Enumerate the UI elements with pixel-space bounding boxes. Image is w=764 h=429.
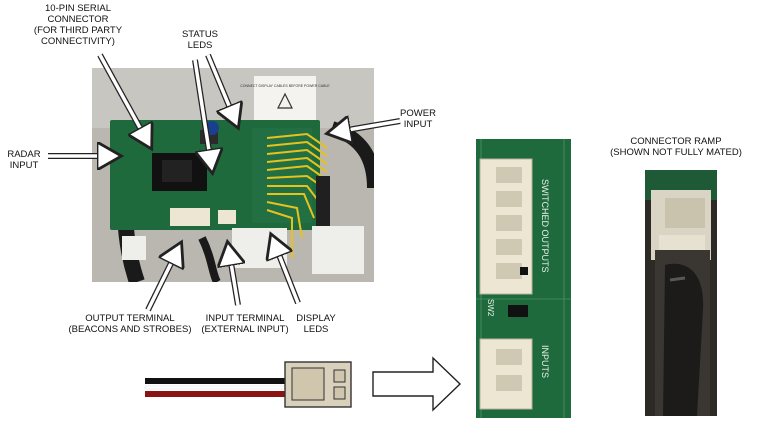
serial-connector-label: 10-PIN SERIAL CONNECTOR (FOR THIRD PARTY… [33,3,123,47]
output-terminal-label: OUTPUT TERMINAL (BEACONS AND STROBES) [68,313,192,335]
connector-ramp-label: CONNECTOR RAMP (SHOWN NOT FULLY MATED) [610,136,742,158]
connector-ramp-photo [645,170,717,416]
sw2-text: SW2 [486,299,495,317]
display-leds-label: DISPLAY LEDS [296,313,336,335]
status-leds-label: STATUS LEDS [181,29,219,51]
warning-sticker-text: CONNECT DISPLAY CABLES BEFORE POWER CABL… [240,84,330,88]
plug-body [284,361,352,408]
red-wire [145,391,285,397]
pcb-connectors-photo: SWITCHED OUTPUTS INPUTS SW2 [476,139,571,418]
radar-input-label: RADAR INPUT [7,149,41,171]
input-terminal-label: INPUT TERMINAL (EXTERNAL INPUT) [201,313,289,335]
black-wire [145,378,285,384]
switched-outputs-text: SWITCHED OUTPUTS [540,179,550,273]
insertion-arrow [372,356,462,412]
controller-board-photo: CONNECT DISPLAY CABLES BEFORE POWER CABL… [92,68,374,282]
power-input-label: POWER INPUT [400,108,436,130]
inputs-text: INPUTS [540,345,550,378]
